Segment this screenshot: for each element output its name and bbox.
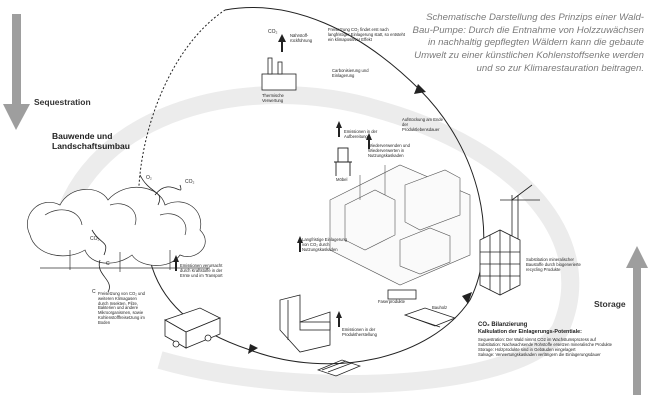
forest-trees	[27, 187, 210, 272]
co2-balance-line: Substitution: Nachwachsende Rohstoffe er…	[478, 341, 612, 347]
fiber-board	[387, 289, 417, 300]
storage-arrow	[626, 246, 648, 395]
sequestration-label: Sequestration	[34, 97, 91, 107]
power-plant	[261, 57, 297, 91]
label-c-1: C	[106, 261, 110, 267]
label-bauholz: Bauholz	[432, 305, 448, 310]
cycle-arrowheads	[248, 84, 472, 354]
timber-building	[479, 229, 521, 296]
label-c-2: C	[92, 289, 96, 295]
label-o2: O₂	[146, 175, 152, 181]
chair	[334, 147, 352, 176]
label-thermische: Thermische Verwertung	[262, 93, 284, 103]
factory	[279, 294, 331, 353]
label-carbonisierung: Carbonisierung und Einlagerung	[332, 68, 369, 78]
label-freisetzung-boden: Freisetzung von CO₂ und weiteren Klimaga…	[98, 291, 146, 325]
label-emissionen-produkt: Emissionen in der Produktherstellung	[342, 327, 377, 337]
co2-balance-line: Sequestration: Der Wald nimmt CO2 im Wac…	[478, 337, 596, 343]
log-pile	[317, 359, 361, 377]
label-faserprodukte: Faserprodukte	[378, 299, 405, 304]
label-moebel: Möbel	[336, 177, 348, 182]
city-buildings	[329, 164, 471, 286]
co2-balance-box: CO₂ Bilanzierung Kalkulation der Einlage…	[478, 322, 628, 357]
label-langfristige: Langfristige Einlagerung von CO₂ durch N…	[302, 237, 348, 252]
storage-label: Storage	[594, 299, 626, 309]
label-aufstockung: Aufstockung am Ende der Produktlebensdau…	[402, 117, 443, 132]
truck	[164, 307, 221, 349]
label-wiederverwenden: Wiederverwenden und Wiederverwerten in N…	[368, 143, 410, 158]
label-naehrstoff: Nährstoff-rückführung	[290, 33, 313, 43]
lumber-stack	[403, 307, 457, 328]
gas-arrows	[91, 174, 182, 293]
label-co2-top: CO₂	[268, 29, 278, 35]
label-emissionen-kraftstoffe: Emissionen verursacht durch Kraftstoffe …	[180, 263, 223, 278]
co2-balance-subtitle: Kalkulation der Einlagerungs-Potentiale:	[478, 328, 582, 335]
label-emissionen-aufbereitung: Emissionen in der Aufbereitung	[344, 129, 378, 139]
label-co2-left: CO₂	[90, 236, 100, 242]
diagram-caption: Schematische Darstellung des Prinzips ei…	[412, 12, 644, 74]
emission-arrows	[173, 34, 372, 327]
sequestration-arrow	[3, 14, 30, 130]
label-substitution: Substitution mineralischer Baustoffe dur…	[526, 257, 581, 272]
label-co2-forest: CO₂	[185, 179, 195, 185]
co2-balance-line: Salvage: Verwertungskaskaden verlängern …	[478, 351, 601, 357]
co2-balance-line: Storage: Holzprodukte sind in Gebäuden e…	[478, 346, 576, 352]
section-title: Bauwende und Landschaftsumbau	[52, 131, 130, 151]
co2-balance-title: CO₂ Bilanzierung	[478, 322, 528, 328]
label-freisetzung-top: Freisetzung CO₂ findet erst nach langfri…	[328, 27, 406, 42]
background-swirl	[51, 86, 580, 393]
